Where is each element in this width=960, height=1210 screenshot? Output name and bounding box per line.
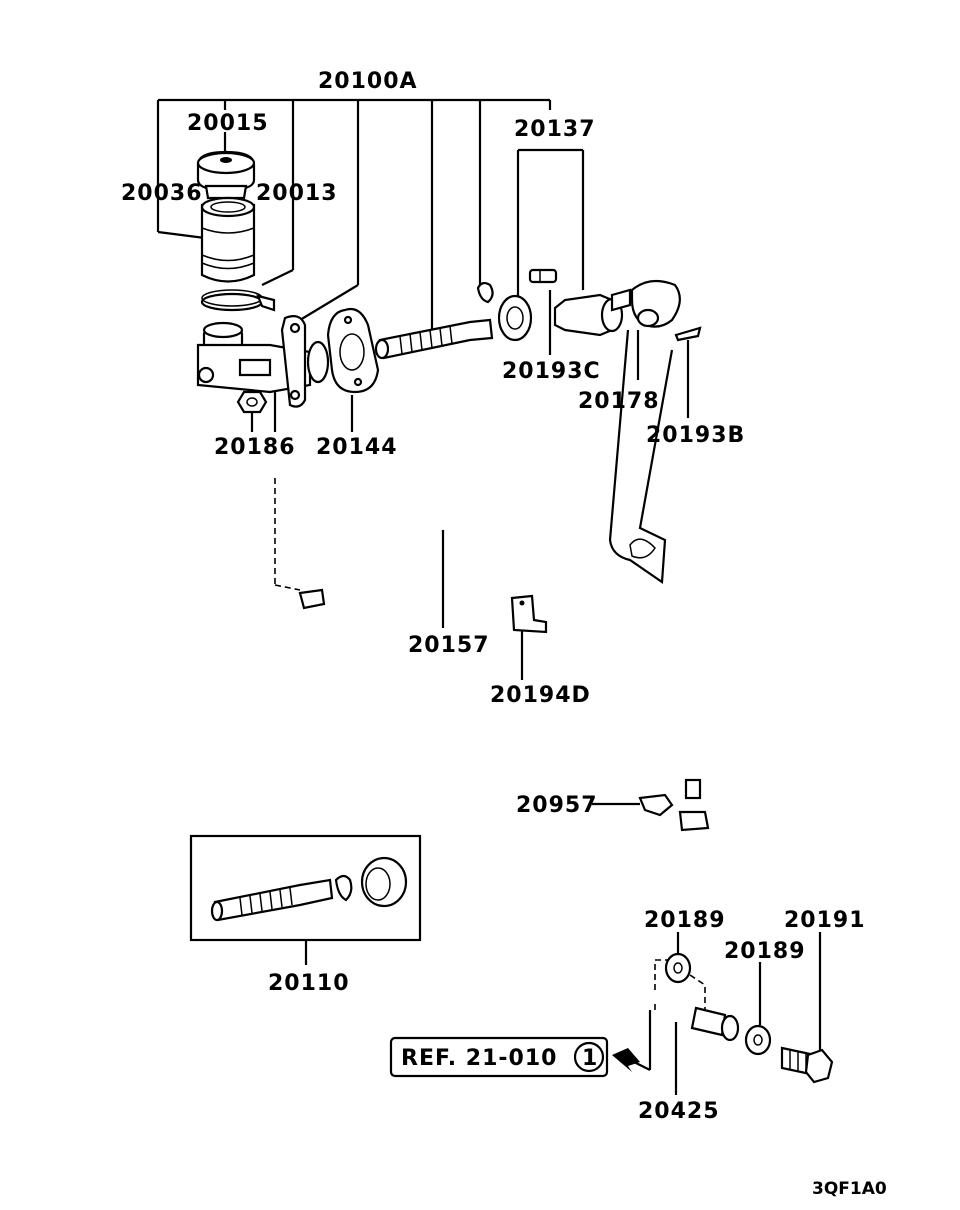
part-labels: 20100A 20015 20036 20013 20137 20193C 20…: [121, 69, 887, 1199]
union-bolt: [780, 1046, 834, 1084]
label-20193B: 20193B: [646, 423, 745, 448]
reference-text: REF. 21-010: [401, 1046, 557, 1071]
nut: [236, 390, 268, 414]
reference-arrow-icon: [612, 1048, 640, 1072]
label-20191: 20191: [784, 908, 866, 933]
label-20110: 20110: [268, 971, 350, 996]
master-cylinder-body: [196, 315, 330, 408]
label-20194D: 20194D: [490, 683, 591, 708]
label-20036: 20036: [121, 181, 203, 206]
cotter-pin: [674, 326, 702, 342]
reservoir: [200, 196, 256, 283]
clutch-pedal: [608, 279, 681, 584]
label-20189-upper: 20189: [644, 908, 726, 933]
hose-clip: [638, 793, 674, 817]
label-20957: 20957: [516, 793, 598, 818]
clutch-hose: [615, 810, 740, 1042]
gasket: [326, 307, 380, 394]
clevis: [553, 288, 632, 337]
label-20178: 20178: [578, 389, 660, 414]
pipe-clip: [510, 594, 548, 634]
label-20013: 20013: [256, 181, 338, 206]
clevis-pin: [528, 268, 558, 284]
repair-kit-box: [189, 834, 422, 942]
label-20425: 20425: [638, 1099, 720, 1124]
label-20157: 20157: [408, 633, 490, 658]
hose-clamp: [200, 289, 276, 312]
label-20193C: 20193C: [502, 359, 601, 384]
snap-ring: [476, 281, 494, 304]
reservoir-cap: [196, 150, 256, 200]
boot: [497, 294, 533, 342]
label-20100A: 20100A: [318, 69, 418, 94]
reference-box: [389, 1036, 640, 1078]
washer-lower: [744, 1024, 772, 1056]
diagram-code: 3QF1A0: [812, 1179, 887, 1199]
leader-lines: [156, 98, 822, 1095]
part-drawings: [189, 150, 834, 1084]
label-20137: 20137: [514, 117, 596, 142]
label-20189-lower: 20189: [724, 939, 806, 964]
piston-assembly: [374, 318, 494, 360]
label-20015: 20015: [187, 111, 269, 136]
label-20186: 20186: [214, 435, 296, 460]
reference-circle-number: 1: [582, 1046, 598, 1071]
label-20144: 20144: [316, 435, 398, 460]
washer-upper: [664, 952, 692, 984]
clutch-pipe: [298, 492, 702, 800]
